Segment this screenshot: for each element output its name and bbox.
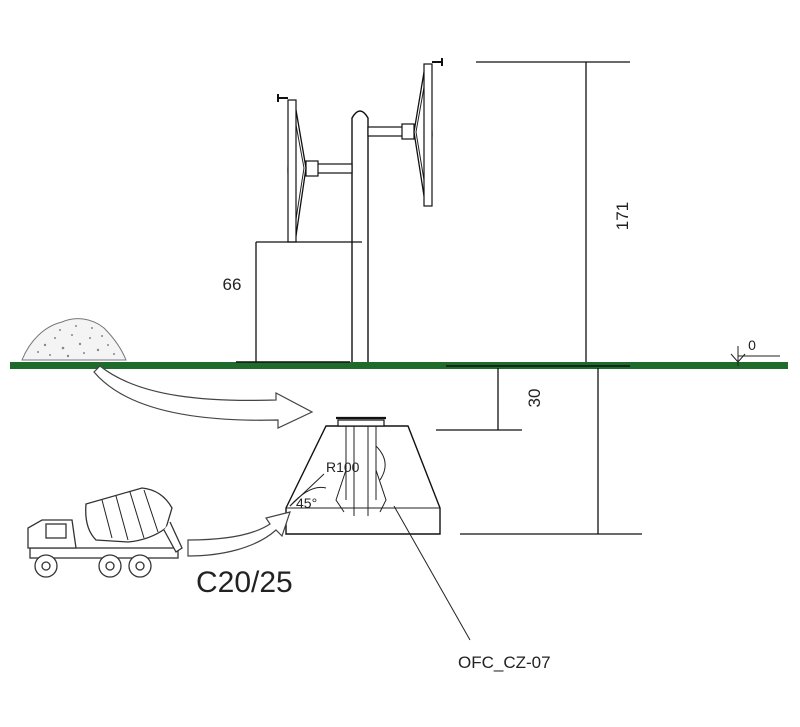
concrete-grade-label: C20/25 xyxy=(196,566,293,599)
dimension-label-171: 171 xyxy=(613,202,632,230)
flow-arrow-icon xyxy=(187,511,291,557)
flow-arrow-icon xyxy=(93,365,314,429)
dimension-label-66: 66 xyxy=(223,275,242,294)
sand-pile-icon xyxy=(21,318,127,361)
concrete-foundation xyxy=(285,416,441,535)
angle-label: 45° xyxy=(296,495,317,511)
ground-line xyxy=(10,362,788,369)
radius-label: R100 xyxy=(326,459,360,475)
ground-level-marker xyxy=(730,346,780,366)
wind-turbine-icon xyxy=(277,58,443,362)
ground-level-label: 0 xyxy=(748,337,756,353)
dimension-66 xyxy=(236,241,362,363)
dimension-30 xyxy=(436,368,522,431)
dimension-foundation-depth xyxy=(460,368,642,535)
part-code-leader xyxy=(393,505,471,641)
part-code-label: OFC_CZ-07 xyxy=(458,653,551,672)
dimension-label-30: 30 xyxy=(525,389,544,408)
dimension-171 xyxy=(446,61,630,367)
concrete-mixer-truck-icon xyxy=(27,487,183,578)
